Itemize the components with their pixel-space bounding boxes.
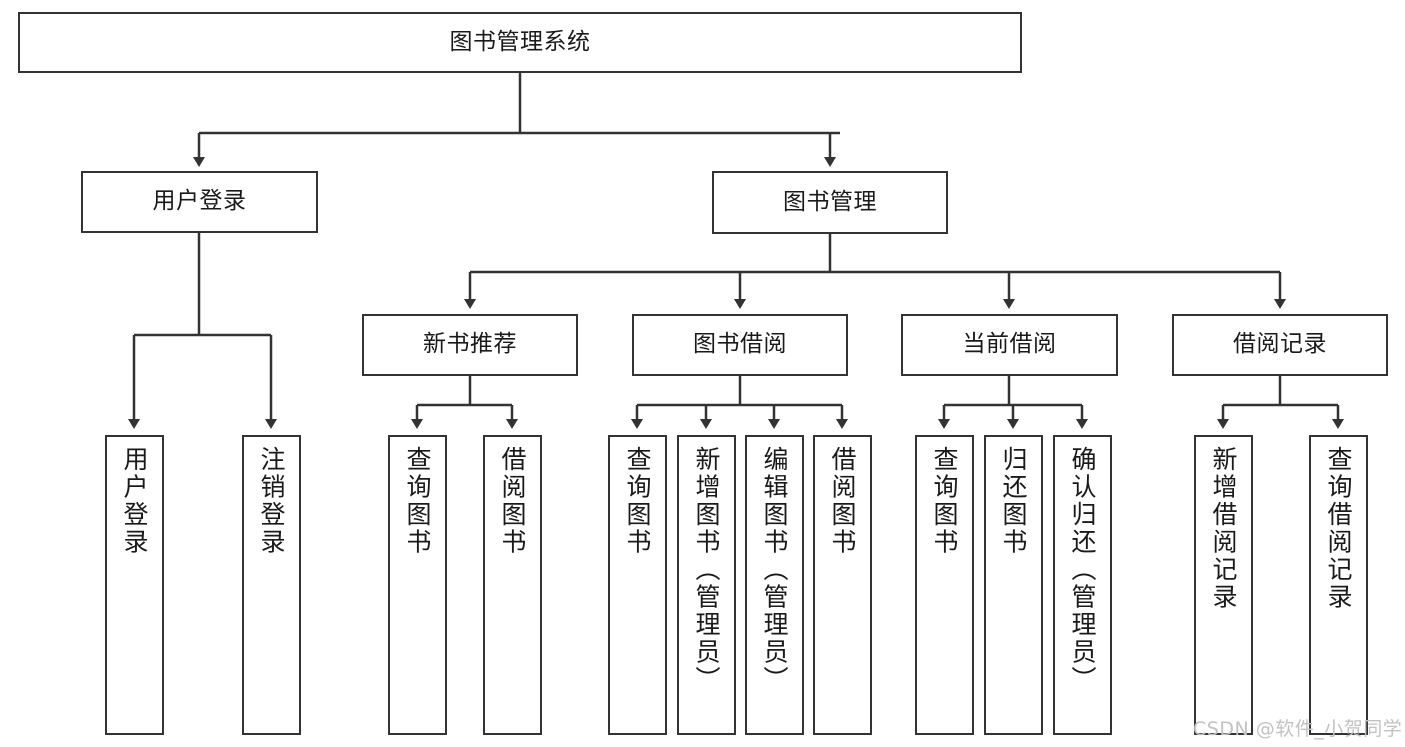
leaf-new-book-query[interactable]: 查询图书 bbox=[388, 435, 447, 735]
leaf-query-borrow-record[interactable]: 查询借阅记录 bbox=[1309, 435, 1368, 735]
node-root-label: 图书管理系统 bbox=[449, 28, 591, 55]
node-current-borrow-label: 当前借阅 bbox=[962, 331, 1057, 358]
node-book-management[interactable]: 图书管理 bbox=[712, 171, 948, 234]
leaf-current-query-book[interactable]: 查询图书 bbox=[915, 435, 974, 735]
leaf-new-book-borrow[interactable]: 借阅图书 bbox=[483, 435, 542, 735]
leaf-add-book-admin-label: 新增图书（管理员） bbox=[692, 446, 721, 694]
leaf-confirm-return-admin-label: 确认归还（管理员） bbox=[1068, 446, 1097, 694]
leaf-edit-book-admin[interactable]: 编辑图书（管理员） bbox=[745, 435, 804, 735]
leaf-borrow-book[interactable]: 借阅图书 bbox=[813, 435, 872, 735]
leaf-add-borrow-record-label: 新增借阅记录 bbox=[1209, 446, 1238, 611]
leaf-user-login-label: 用户登录 bbox=[120, 446, 149, 556]
node-book-management-label: 图书管理 bbox=[783, 188, 877, 215]
node-book-borrow-label: 图书借阅 bbox=[693, 331, 787, 358]
node-borrow-record[interactable]: 借阅记录 bbox=[1172, 314, 1388, 376]
leaf-return-book[interactable]: 归还图书 bbox=[984, 435, 1043, 735]
node-user-login-label: 用户登录 bbox=[152, 188, 247, 215]
watermark: CSDN @软件_小贺同学 bbox=[1193, 718, 1403, 740]
leaf-user-login[interactable]: 用户登录 bbox=[105, 435, 164, 735]
leaf-edit-book-admin-label: 编辑图书（管理员） bbox=[760, 446, 789, 694]
node-borrow-record-label: 借阅记录 bbox=[1233, 331, 1327, 358]
leaf-new-book-query-label: 查询图书 bbox=[403, 446, 432, 556]
node-book-borrow[interactable]: 图书借阅 bbox=[632, 314, 848, 376]
node-root[interactable]: 图书管理系统 bbox=[18, 12, 1022, 73]
node-current-borrow[interactable]: 当前借阅 bbox=[901, 314, 1118, 376]
leaf-logout-label: 注销登录 bbox=[257, 446, 286, 556]
leaf-borrow-query-book[interactable]: 查询图书 bbox=[608, 435, 667, 735]
leaf-new-book-borrow-label: 借阅图书 bbox=[498, 446, 527, 556]
leaf-add-book-admin[interactable]: 新增图书（管理员） bbox=[677, 435, 736, 735]
leaf-add-borrow-record[interactable]: 新增借阅记录 bbox=[1194, 435, 1253, 735]
leaf-logout[interactable]: 注销登录 bbox=[242, 435, 301, 735]
leaf-return-book-label: 归还图书 bbox=[999, 446, 1028, 556]
node-new-book-recommend-label: 新书推荐 bbox=[423, 331, 517, 358]
node-new-book-recommend[interactable]: 新书推荐 bbox=[362, 314, 578, 376]
node-user-login[interactable]: 用户登录 bbox=[81, 171, 318, 233]
leaf-confirm-return-admin[interactable]: 确认归还（管理员） bbox=[1053, 435, 1112, 735]
leaf-query-borrow-record-label: 查询借阅记录 bbox=[1324, 446, 1353, 611]
leaf-borrow-book-label: 借阅图书 bbox=[828, 446, 857, 556]
leaf-current-query-book-label: 查询图书 bbox=[930, 446, 959, 556]
leaf-borrow-query-book-label: 查询图书 bbox=[623, 446, 652, 556]
